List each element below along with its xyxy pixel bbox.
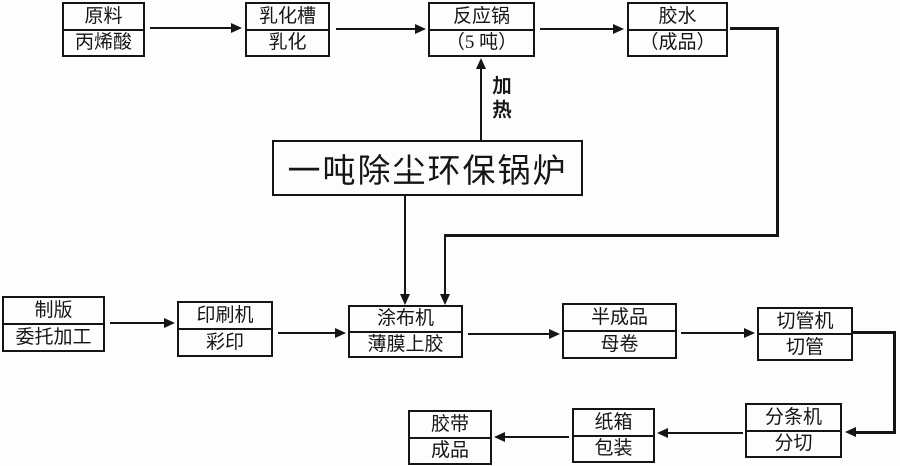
- arrowhead-left-icon: [657, 428, 668, 438]
- node-tape-sub: 成品: [430, 440, 469, 462]
- node-plate-making-title: 制版: [4, 298, 103, 325]
- node-plate-making: 制版 委托加工: [2, 296, 105, 352]
- arrowhead-right-icon: [415, 24, 426, 34]
- arrow-boiler-to-coater-line: [404, 196, 406, 295]
- arrowhead-right-icon: [744, 328, 755, 338]
- node-glue-sub: （成品）: [639, 32, 716, 54]
- arrowhead-right-icon: [613, 24, 624, 34]
- node-semi-finished-sub: 母卷: [600, 334, 639, 355]
- node-raw-material-title: 原料: [64, 4, 143, 31]
- arrow-plate-to-printer-line: [110, 322, 165, 324]
- heating-edge-label: 加热: [492, 76, 512, 121]
- arrow-slitter-to-carton-line: [668, 432, 743, 434]
- node-semi-finished-title: 半成品: [564, 305, 675, 332]
- node-tape-title: 胶带: [410, 412, 490, 439]
- arrowhead-right-icon: [335, 328, 346, 338]
- node-tape: 胶带 成品: [408, 410, 492, 465]
- arrow-raw-to-emulsify-line: [150, 27, 232, 29]
- node-reactor: 反应锅 （5 吨）: [428, 2, 535, 57]
- arrow-emulsify-to-reactor-line: [336, 28, 416, 30]
- arrowhead-right-icon: [549, 329, 560, 339]
- node-coater: 涂布机 薄膜上胶: [348, 305, 463, 358]
- node-glue: 胶水 （成品）: [627, 2, 728, 57]
- node-reactor-title: 反应锅: [430, 4, 533, 31]
- arrowhead-right-icon: [164, 318, 175, 328]
- arrow-reactor-to-glue-line: [540, 28, 614, 30]
- node-glue-title: 胶水: [629, 4, 726, 31]
- connector-glue-segment-3: [444, 234, 779, 237]
- node-carton: 纸箱 包装: [572, 408, 655, 463]
- node-slitter-title: 分条机: [747, 405, 840, 432]
- node-printer-sub: 彩印: [205, 332, 244, 353]
- connector-glue-segment-4: [444, 234, 446, 294]
- arrow-boiler-to-reactor-line: [480, 68, 482, 140]
- node-coater-title: 涂布机: [350, 307, 461, 333]
- node-boiler-label: 一吨除尘环保锅炉: [287, 154, 568, 190]
- connector-pipecutter-segment-3: [856, 431, 896, 434]
- node-coater-sub: 薄膜上胶: [367, 333, 444, 355]
- arrowhead-down-icon: [400, 294, 410, 305]
- node-semi-finished: 半成品 母卷: [562, 303, 677, 359]
- arrow-carton-to-tape-line: [505, 436, 569, 438]
- node-emulsify-tank-title: 乳化槽: [247, 4, 328, 31]
- arrowhead-up-icon: [476, 58, 486, 69]
- arrowhead-left-icon: [845, 427, 856, 437]
- connector-pipecutter-segment-1: [853, 331, 895, 334]
- node-printer: 印刷机 彩印: [177, 301, 273, 357]
- node-carton-sub: 包装: [594, 438, 633, 460]
- connector-glue-segment-2: [776, 27, 779, 237]
- node-plate-making-sub: 委托加工: [15, 327, 92, 348]
- arrow-semi-to-pipecutter-line: [681, 332, 745, 334]
- arrow-coater-to-semi-line: [468, 333, 550, 335]
- arrowhead-left-icon: [494, 432, 505, 442]
- arrowhead-right-icon: [231, 23, 242, 33]
- node-slitter-sub: 分切: [774, 433, 813, 455]
- connector-glue-segment-1: [730, 27, 779, 30]
- node-pipe-cutter: 切管机 切管: [757, 307, 853, 361]
- node-raw-material-sub: 丙烯酸: [74, 32, 132, 54]
- node-slitter: 分条机 分切: [745, 403, 842, 458]
- arrowhead-down-icon: [440, 294, 450, 305]
- node-pipe-cutter-sub: 切管: [785, 336, 824, 358]
- node-reactor-sub: （5 吨）: [445, 32, 518, 54]
- node-raw-material: 原料 丙烯酸: [62, 2, 145, 57]
- node-pipe-cutter-title: 切管机: [759, 309, 851, 335]
- connector-pipecutter-segment-2: [893, 331, 896, 433]
- node-emulsify-tank-sub: 乳化: [268, 32, 307, 54]
- node-printer-title: 印刷机: [179, 303, 271, 330]
- arrow-printer-to-coater-line: [278, 332, 336, 334]
- node-emulsify-tank: 乳化槽 乳化: [245, 2, 330, 57]
- node-boiler: 一吨除尘环保锅炉: [272, 140, 583, 196]
- node-carton-title: 纸箱: [574, 410, 653, 437]
